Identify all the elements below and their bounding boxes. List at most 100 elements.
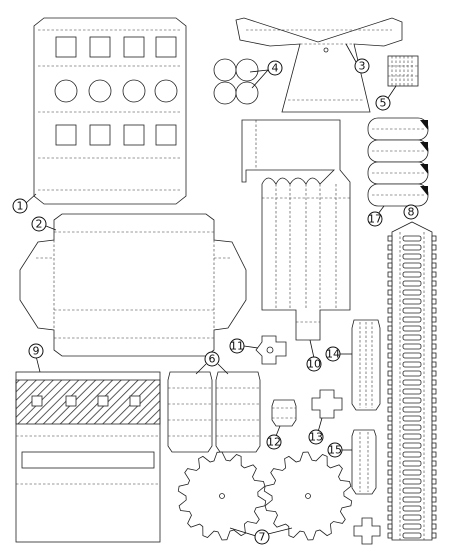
track-tooth — [431, 442, 437, 449]
track-tooth — [387, 424, 393, 431]
part-number-11: 11 — [230, 340, 244, 353]
track-slot — [402, 316, 422, 323]
track-tooth — [431, 361, 437, 368]
track-slot — [402, 379, 422, 386]
track-tooth — [387, 523, 393, 530]
track-slot — [402, 334, 422, 341]
part-number-6: 6 — [209, 353, 216, 366]
track-slot — [402, 262, 422, 269]
track-tooth — [387, 379, 393, 386]
track-slot — [402, 487, 422, 494]
part-number-5: 5 — [380, 97, 387, 110]
track-tooth — [387, 469, 393, 476]
track-slot — [402, 325, 422, 332]
part-11-bracket — [255, 335, 287, 365]
track-tooth — [431, 388, 437, 395]
track-slot — [402, 253, 422, 260]
track-tooth — [387, 532, 393, 539]
track-tooth — [387, 370, 393, 377]
track-tooth — [387, 514, 393, 521]
track-tooth — [431, 244, 437, 251]
track-tooth — [387, 280, 393, 287]
track-tooth — [431, 451, 437, 458]
track-tooth — [431, 370, 437, 377]
part-number-8: 8 — [408, 206, 415, 219]
track-tooth — [387, 451, 393, 458]
callout-14: 14 — [325, 346, 352, 362]
callout-10: 10 — [306, 339, 322, 372]
track-tooth — [431, 253, 437, 260]
part-7-gears — [177, 451, 353, 541]
track-tooth — [431, 280, 437, 287]
track-tooth — [387, 334, 393, 341]
track-slot — [402, 406, 422, 413]
track-tooth — [387, 415, 393, 422]
track-tooth — [431, 478, 437, 485]
track-slot — [402, 469, 422, 476]
part-number-10: 10 — [307, 358, 321, 371]
part-number-2: 2 — [36, 218, 43, 231]
track-tooth — [387, 361, 393, 368]
callout-15: 15 — [327, 442, 352, 458]
track-tooth — [431, 325, 437, 332]
track-slot — [402, 496, 422, 503]
track-tooth — [387, 478, 393, 485]
track-tooth — [431, 406, 437, 413]
track-tooth — [387, 298, 393, 305]
part-number-13: 13 — [309, 431, 323, 444]
track-tooth — [431, 298, 437, 305]
callout-2: 2 — [31, 216, 57, 232]
track-slot — [402, 442, 422, 449]
track-slot — [402, 388, 422, 395]
track-tooth — [431, 433, 437, 440]
part-6-cylinders — [167, 371, 261, 453]
part-2-side-net — [19, 213, 247, 357]
callout-6: 6 — [195, 351, 229, 375]
part-3-canopy — [235, 17, 403, 113]
track-tooth — [431, 487, 437, 494]
track-slot — [402, 370, 422, 377]
track-tooth — [387, 235, 393, 242]
track-tooth — [387, 487, 393, 494]
track-slot — [402, 235, 422, 242]
track-tooth — [387, 307, 393, 314]
track-tooth — [431, 235, 437, 242]
track-slot — [402, 433, 422, 440]
track-tooth — [387, 397, 393, 404]
part-8-track-strip — [387, 221, 437, 541]
track-tooth — [431, 496, 437, 503]
track-tooth — [387, 442, 393, 449]
track-tooth — [431, 271, 437, 278]
track-slot — [402, 505, 422, 512]
track-slot — [402, 343, 422, 350]
track-tooth — [431, 514, 437, 521]
part-number-14: 14 — [326, 348, 340, 361]
callout-17: 17 — [367, 205, 385, 227]
track-tooth — [431, 469, 437, 476]
track-slot — [402, 460, 422, 467]
track-slot — [402, 424, 422, 431]
part-number-9: 9 — [33, 345, 40, 358]
track-tooth — [387, 496, 393, 503]
part-10-column — [241, 119, 351, 341]
track-tooth — [431, 316, 437, 323]
track-slot — [402, 244, 422, 251]
part-number-7: 7 — [259, 531, 266, 544]
track-slot — [402, 361, 422, 368]
track-tooth — [431, 505, 437, 512]
track-tooth — [387, 253, 393, 260]
track-tooth — [431, 379, 437, 386]
track-tooth — [387, 388, 393, 395]
track-tooth — [387, 505, 393, 512]
track-tooth — [431, 352, 437, 359]
track-tooth — [431, 523, 437, 530]
callout-5: 5 — [375, 85, 397, 111]
part-number-4: 4 — [272, 62, 279, 75]
callout-9: 9 — [28, 343, 44, 373]
part-17-rings — [367, 117, 429, 207]
track-tooth — [387, 325, 393, 332]
track-tooth — [431, 343, 437, 350]
track-tooth — [431, 307, 437, 314]
track-tooth — [387, 271, 393, 278]
